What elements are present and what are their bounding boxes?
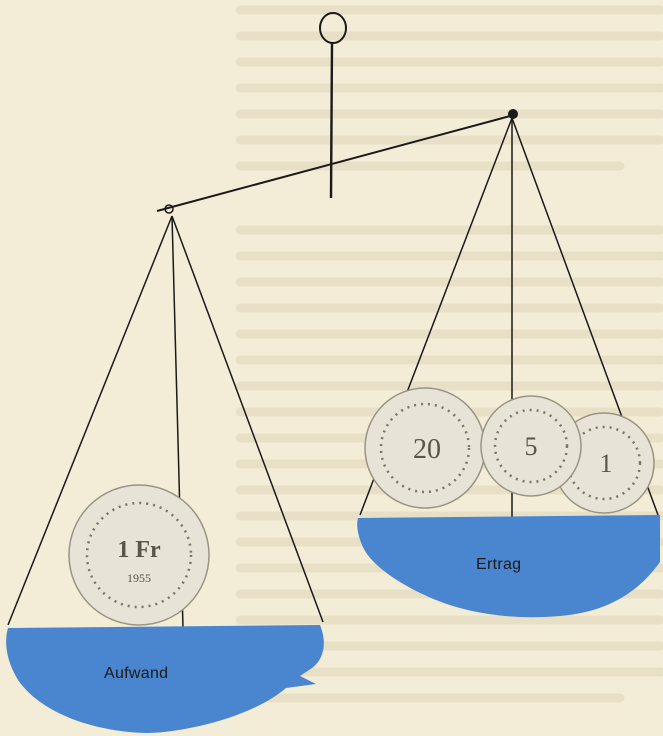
right-pan-label: Ertrag: [476, 556, 521, 574]
beam: [157, 109, 518, 213]
coin-5-rappen: 5: [481, 396, 581, 496]
coin-1-partial-denomination: 1: [600, 449, 613, 478]
coin-1-franc: 1 Fr 1955: [69, 485, 209, 625]
beam-right-pivot: [508, 109, 518, 119]
coin-20-denomination: 20: [413, 434, 441, 465]
coin-5-denomination: 5: [525, 432, 538, 461]
left-pan-label: Aufwand: [104, 665, 168, 683]
coin-20-rappen: 20: [365, 388, 485, 508]
coin-1-franc-denomination: 1 Fr: [117, 537, 161, 563]
coin-1-franc-year: 1955: [127, 571, 151, 585]
hanger-rod: [331, 43, 332, 198]
